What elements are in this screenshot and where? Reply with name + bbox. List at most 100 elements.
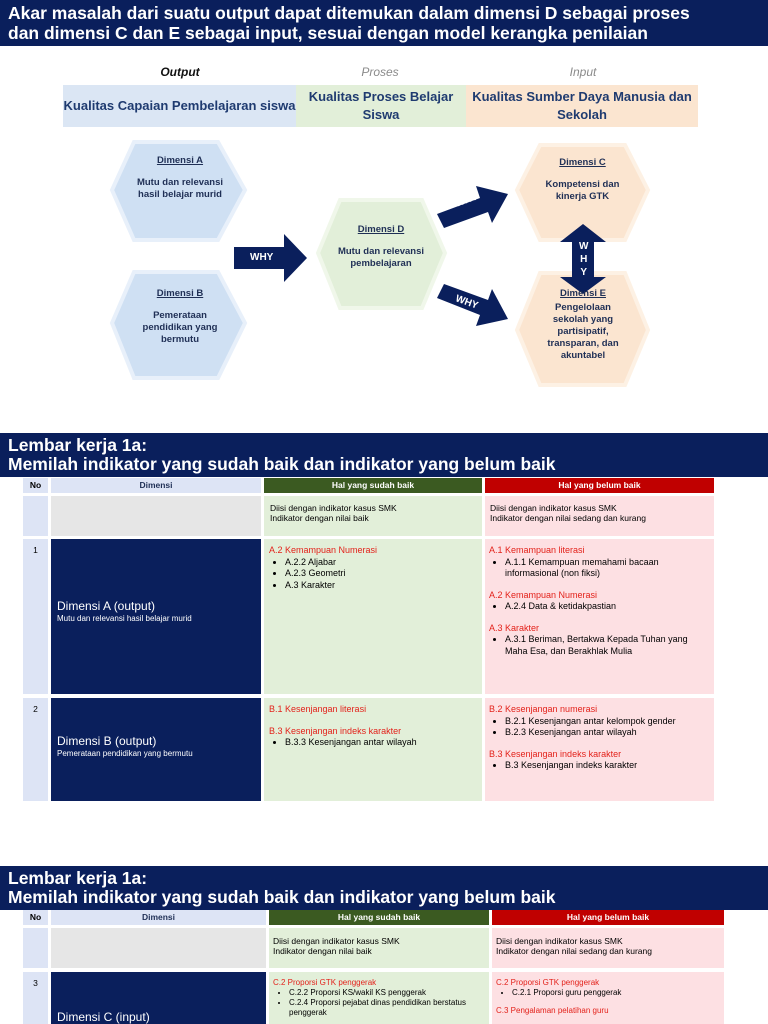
row-2-dimensi: Dimensi B (output) Pemerataan pendidikan… xyxy=(51,698,261,801)
worksheet-title: Lembar kerja 1a: Memilah indikator yang … xyxy=(0,433,768,477)
why-arrow-lower xyxy=(437,284,508,326)
why-arrow-upper xyxy=(437,186,508,228)
why-letter-y: Y xyxy=(580,267,588,278)
row-1-bad-heading-2: A.2 Kemampuan Numerasi xyxy=(489,589,598,600)
dimensi-a-label: Dimensi A Mutu dan relevansi hasil belaj… xyxy=(130,155,230,201)
row-1-dimensi-subtitle: Mutu dan relevansi hasil belajar murid xyxy=(57,613,192,623)
slide-title-line-2: dan dimensi C dan E sebagai input, sesua… xyxy=(8,23,648,43)
list-item: C.2.2 Proporsi KS/wakil KS penggerak xyxy=(289,988,485,998)
row-2-good-heading-1: B.1 Kesenjangan literasi xyxy=(269,704,367,714)
row-2-bad-heading-2: B.3 Kesenjangan indeks karakter xyxy=(489,748,622,759)
column-header-no: No xyxy=(23,910,48,925)
dimensi-a-title: Dimensi A xyxy=(156,155,204,166)
column-header-no: No xyxy=(23,478,48,493)
row-3-dimensi-title: Dimensi C (input) xyxy=(57,1010,150,1024)
list-item: C.2.1 Proporsi guru penggerak xyxy=(512,988,720,998)
row-2-no: 2 xyxy=(23,698,48,801)
hint-row-no xyxy=(23,496,48,536)
list-item: C.2.4 Proporsi pejabat dinas pendidikan … xyxy=(289,998,485,1018)
hexagon-dimensi-b xyxy=(109,270,248,380)
worksheet-title-2-line-1: Lembar kerja 1a: xyxy=(8,868,148,888)
dimensi-b-title: Dimensi B xyxy=(156,288,204,299)
column-header-bad: Hal yang belum baik xyxy=(492,910,724,925)
dimensi-d-label: Dimensi D Mutu dan relevansi pembelajara… xyxy=(336,224,426,270)
hexagon-dimensi-a xyxy=(109,140,248,242)
hint-bad: Diisi dengan indikator kasus SMK Indikat… xyxy=(485,496,714,536)
hint-row-dimensi xyxy=(51,496,261,536)
hint-good-line-2: Indikator dengan nilai baik xyxy=(270,513,369,523)
row-2-bad-list-2: B.3 Kesenjangan indeks karakter xyxy=(489,760,710,772)
row-1-bad-list-1: A.1.1 Kemampuan memahami bacaan informas… xyxy=(489,557,710,580)
hint-bad: Diisi dengan indikator kasus SMK Indikat… xyxy=(492,928,724,968)
hint-good: Diisi dengan indikator kasus SMK Indikat… xyxy=(264,496,482,536)
hint-good-line-1: Diisi dengan indikator kasus SMK xyxy=(273,936,400,946)
row-3-good: C.2 Proporsi GTK penggerak C.2.2 Propors… xyxy=(269,972,489,1024)
row-1-good-heading: A.2 Kemampuan Numerasi xyxy=(269,545,378,555)
dimensi-b-label: Dimensi B Pemerataan pendidikan yang ber… xyxy=(130,288,230,346)
column-header-good: Hal yang sudah baik xyxy=(269,910,489,925)
list-item: B.3.3 Kesenjangan antar wilayah xyxy=(285,737,477,749)
row-2-bad: B.2 Kesenjangan numerasi B.2.1 Kesenjang… xyxy=(485,698,714,801)
list-item: B.2.1 Kesenjangan antar kelompok gender xyxy=(505,716,710,728)
row-1-bad-heading-3: A.3 Karakter xyxy=(489,622,540,633)
header-output-quality: Kualitas Capaian Pembelajaran siswa xyxy=(63,85,296,127)
column-header-bad: Hal yang belum baik xyxy=(485,478,714,493)
framework-diagram xyxy=(109,140,651,387)
dimensi-e-title: Dimensi E xyxy=(560,288,606,299)
column-label-output: Output xyxy=(160,65,200,79)
dimensi-c-title: Dimensi C xyxy=(559,157,606,168)
row-3-bad-list-1: C.2.1 Proporsi guru penggerak xyxy=(496,988,720,998)
list-item: A.2.4 Data & ketidakpastian xyxy=(505,601,710,613)
hint-bad-line-2: Indikator dengan nilai sedang dan kurang xyxy=(496,946,652,956)
row-2-good-heading-2: B.3 Kesenjangan indeks karakter xyxy=(269,725,402,736)
row-1-bad-heading-1: A.1 Kemampuan literasi xyxy=(489,545,585,555)
row-2-good: B.1 Kesenjangan literasi B.3 Kesenjangan… xyxy=(264,698,482,801)
row-1-dimensi-title: Dimensi A (output) xyxy=(57,599,156,613)
hexagon-dimensi-d xyxy=(315,198,448,310)
header-input-quality: Kualitas Sumber Daya Manusia dan Sekolah xyxy=(466,85,698,127)
header-process-quality: Kualitas Proses Belajar Siswa xyxy=(296,85,466,127)
worksheet-title-2: Lembar kerja 1a: Memilah indikator yang … xyxy=(0,866,768,910)
dimensi-c-label: Dimensi C Kompetensi dan kinerja GTK xyxy=(535,157,630,203)
column-label-proses: Proses xyxy=(361,65,399,79)
row-1-bad: A.1 Kemampuan literasi A.1.1 Kemampuan m… xyxy=(485,539,714,694)
worksheet-title-2-line-2: Memilah indikator yang sudah baik dan in… xyxy=(8,887,556,907)
row-3-good-list: C.2.2 Proporsi KS/wakil KS penggerak C.2… xyxy=(273,988,485,1018)
list-item: A.1.1 Kemampuan memahami bacaan informas… xyxy=(505,557,710,580)
dimensi-c-body: Kompetensi dan kinerja GTK xyxy=(545,179,620,202)
hint-bad-line-1: Diisi dengan indikator kasus SMK xyxy=(490,503,617,513)
row-1-bad-list-2: A.2.4 Data & ketidakpastian xyxy=(489,601,710,613)
list-item: B.2.3 Kesenjangan antar wilayah xyxy=(505,727,710,739)
hexagon-dimensi-c xyxy=(514,143,651,242)
list-item: A.2.2 Aljabar xyxy=(285,557,477,569)
dimensi-e-body: Pengelolaan sekolah yang partisipatif, t… xyxy=(547,302,619,361)
row-1-no: 1 xyxy=(23,539,48,694)
list-item: A.2.3 Geometri xyxy=(285,568,477,580)
hint-bad-line-1: Diisi dengan indikator kasus SMK xyxy=(496,936,623,946)
list-item: A.3.1 Beriman, Bertakwa Kepada Tuhan yan… xyxy=(505,634,710,657)
row-2-good-list: B.3.3 Kesenjangan antar wilayah xyxy=(269,737,477,749)
column-label-input: Input xyxy=(569,65,597,79)
list-item: A.3 Karakter xyxy=(285,580,477,592)
why-label-vertical: W H Y xyxy=(579,240,588,279)
hint-row-dimensi xyxy=(51,928,266,968)
row-1-good-list: A.2.2 Aljabar A.2.3 Geometri A.3 Karakte… xyxy=(269,557,477,592)
why-arrow-vertical xyxy=(560,224,606,294)
list-item: B.3 Kesenjangan indeks karakter xyxy=(505,760,710,772)
worksheet-title-line-2: Memilah indikator yang sudah baik dan in… xyxy=(8,454,556,474)
row-3-bad-heading-1: C.2 Proporsi GTK penggerak xyxy=(496,978,600,987)
dimensi-d-title: Dimensi D xyxy=(357,224,405,235)
dimensi-b-body: Pemerataan pendidikan yang bermutu xyxy=(142,310,218,345)
dimensi-d-body: Mutu dan relevansi pembelajaran xyxy=(337,246,425,269)
why-arrow-horizontal xyxy=(234,234,307,282)
row-1-bad-list-3: A.3.1 Beriman, Bertakwa Kepada Tuhan yan… xyxy=(489,634,710,657)
slide-title-line-1: Akar masalah dari suatu output dapat dit… xyxy=(8,3,690,23)
hint-good-line-2: Indikator dengan nilai baik xyxy=(273,946,372,956)
row-3-bad-heading-2: C.3 Pengalaman pelatihan guru xyxy=(496,1006,609,1015)
row-1-dimensi: Dimensi A (output) Mutu dan relevansi ha… xyxy=(51,539,261,694)
hint-good-line-1: Diisi dengan indikator kasus SMK xyxy=(270,503,397,513)
row-3-dimensi: Dimensi C (input) xyxy=(51,972,266,1024)
row-3-no: 3 xyxy=(23,972,48,1024)
why-label-horizontal: WHY xyxy=(250,252,274,263)
hint-good: Diisi dengan indikator kasus SMK Indikat… xyxy=(269,928,489,968)
